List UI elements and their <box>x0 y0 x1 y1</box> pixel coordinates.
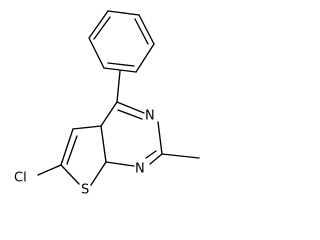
chlorine-atom-label: Cl <box>14 171 27 186</box>
sulfur-atom-label: S <box>81 183 89 198</box>
phenyl-inner-bond-1 <box>93 16 111 40</box>
thiophene-bond-s-c7a <box>90 161 107 186</box>
phenyl-bond-1 <box>88 10 109 39</box>
phenyl-bond-4 <box>135 43 155 73</box>
pyrimidine-bond-n3-c2 <box>157 121 163 155</box>
phenyl-bond-3 <box>103 67 137 73</box>
thiophene-inner-bond-c3-c2 <box>66 135 78 165</box>
thiophene-bond-c4a-c3 <box>72 125 102 130</box>
phenyl-inner-bond-2 <box>107 62 135 67</box>
phenyl-bond-2 <box>88 37 105 69</box>
chlorine-bond <box>37 164 62 176</box>
phenyl-inner-bond-3 <box>134 18 149 45</box>
nitrogen-atom-label-bottom: N <box>135 162 145 177</box>
pyrimidine-bond-c7a-c4a <box>100 125 107 163</box>
pyrimidine-bond-c4a-c4 <box>100 101 118 127</box>
pyrimidine-bond-c4-n3 <box>116 101 145 114</box>
thiophene-bond-c2-s <box>60 164 80 185</box>
pyrimidine-inner-bond-c2-n1 <box>145 150 157 159</box>
methyl-bond <box>161 153 200 159</box>
pyrimidine-bond-n1-c7a <box>105 161 135 167</box>
thiophene-ring <box>60 125 107 186</box>
chemical-structure-diagram: N N S Cl <box>14 10 200 198</box>
nitrogen-atom-label-top: N <box>145 109 155 124</box>
phenyl-bond-5 <box>138 14 155 45</box>
pyrimidine-ring <box>100 101 163 167</box>
pyrimidine-inner-bond-c4-n3 <box>117 109 143 120</box>
phenyl-ring <box>88 10 155 73</box>
phenyl-pyrimidine-bond <box>116 70 121 103</box>
phenyl-bond-6 <box>107 10 140 16</box>
thiophene-bond-c3-c2 <box>60 128 74 166</box>
pyrimidine-bond-c2-n1 <box>149 153 163 165</box>
